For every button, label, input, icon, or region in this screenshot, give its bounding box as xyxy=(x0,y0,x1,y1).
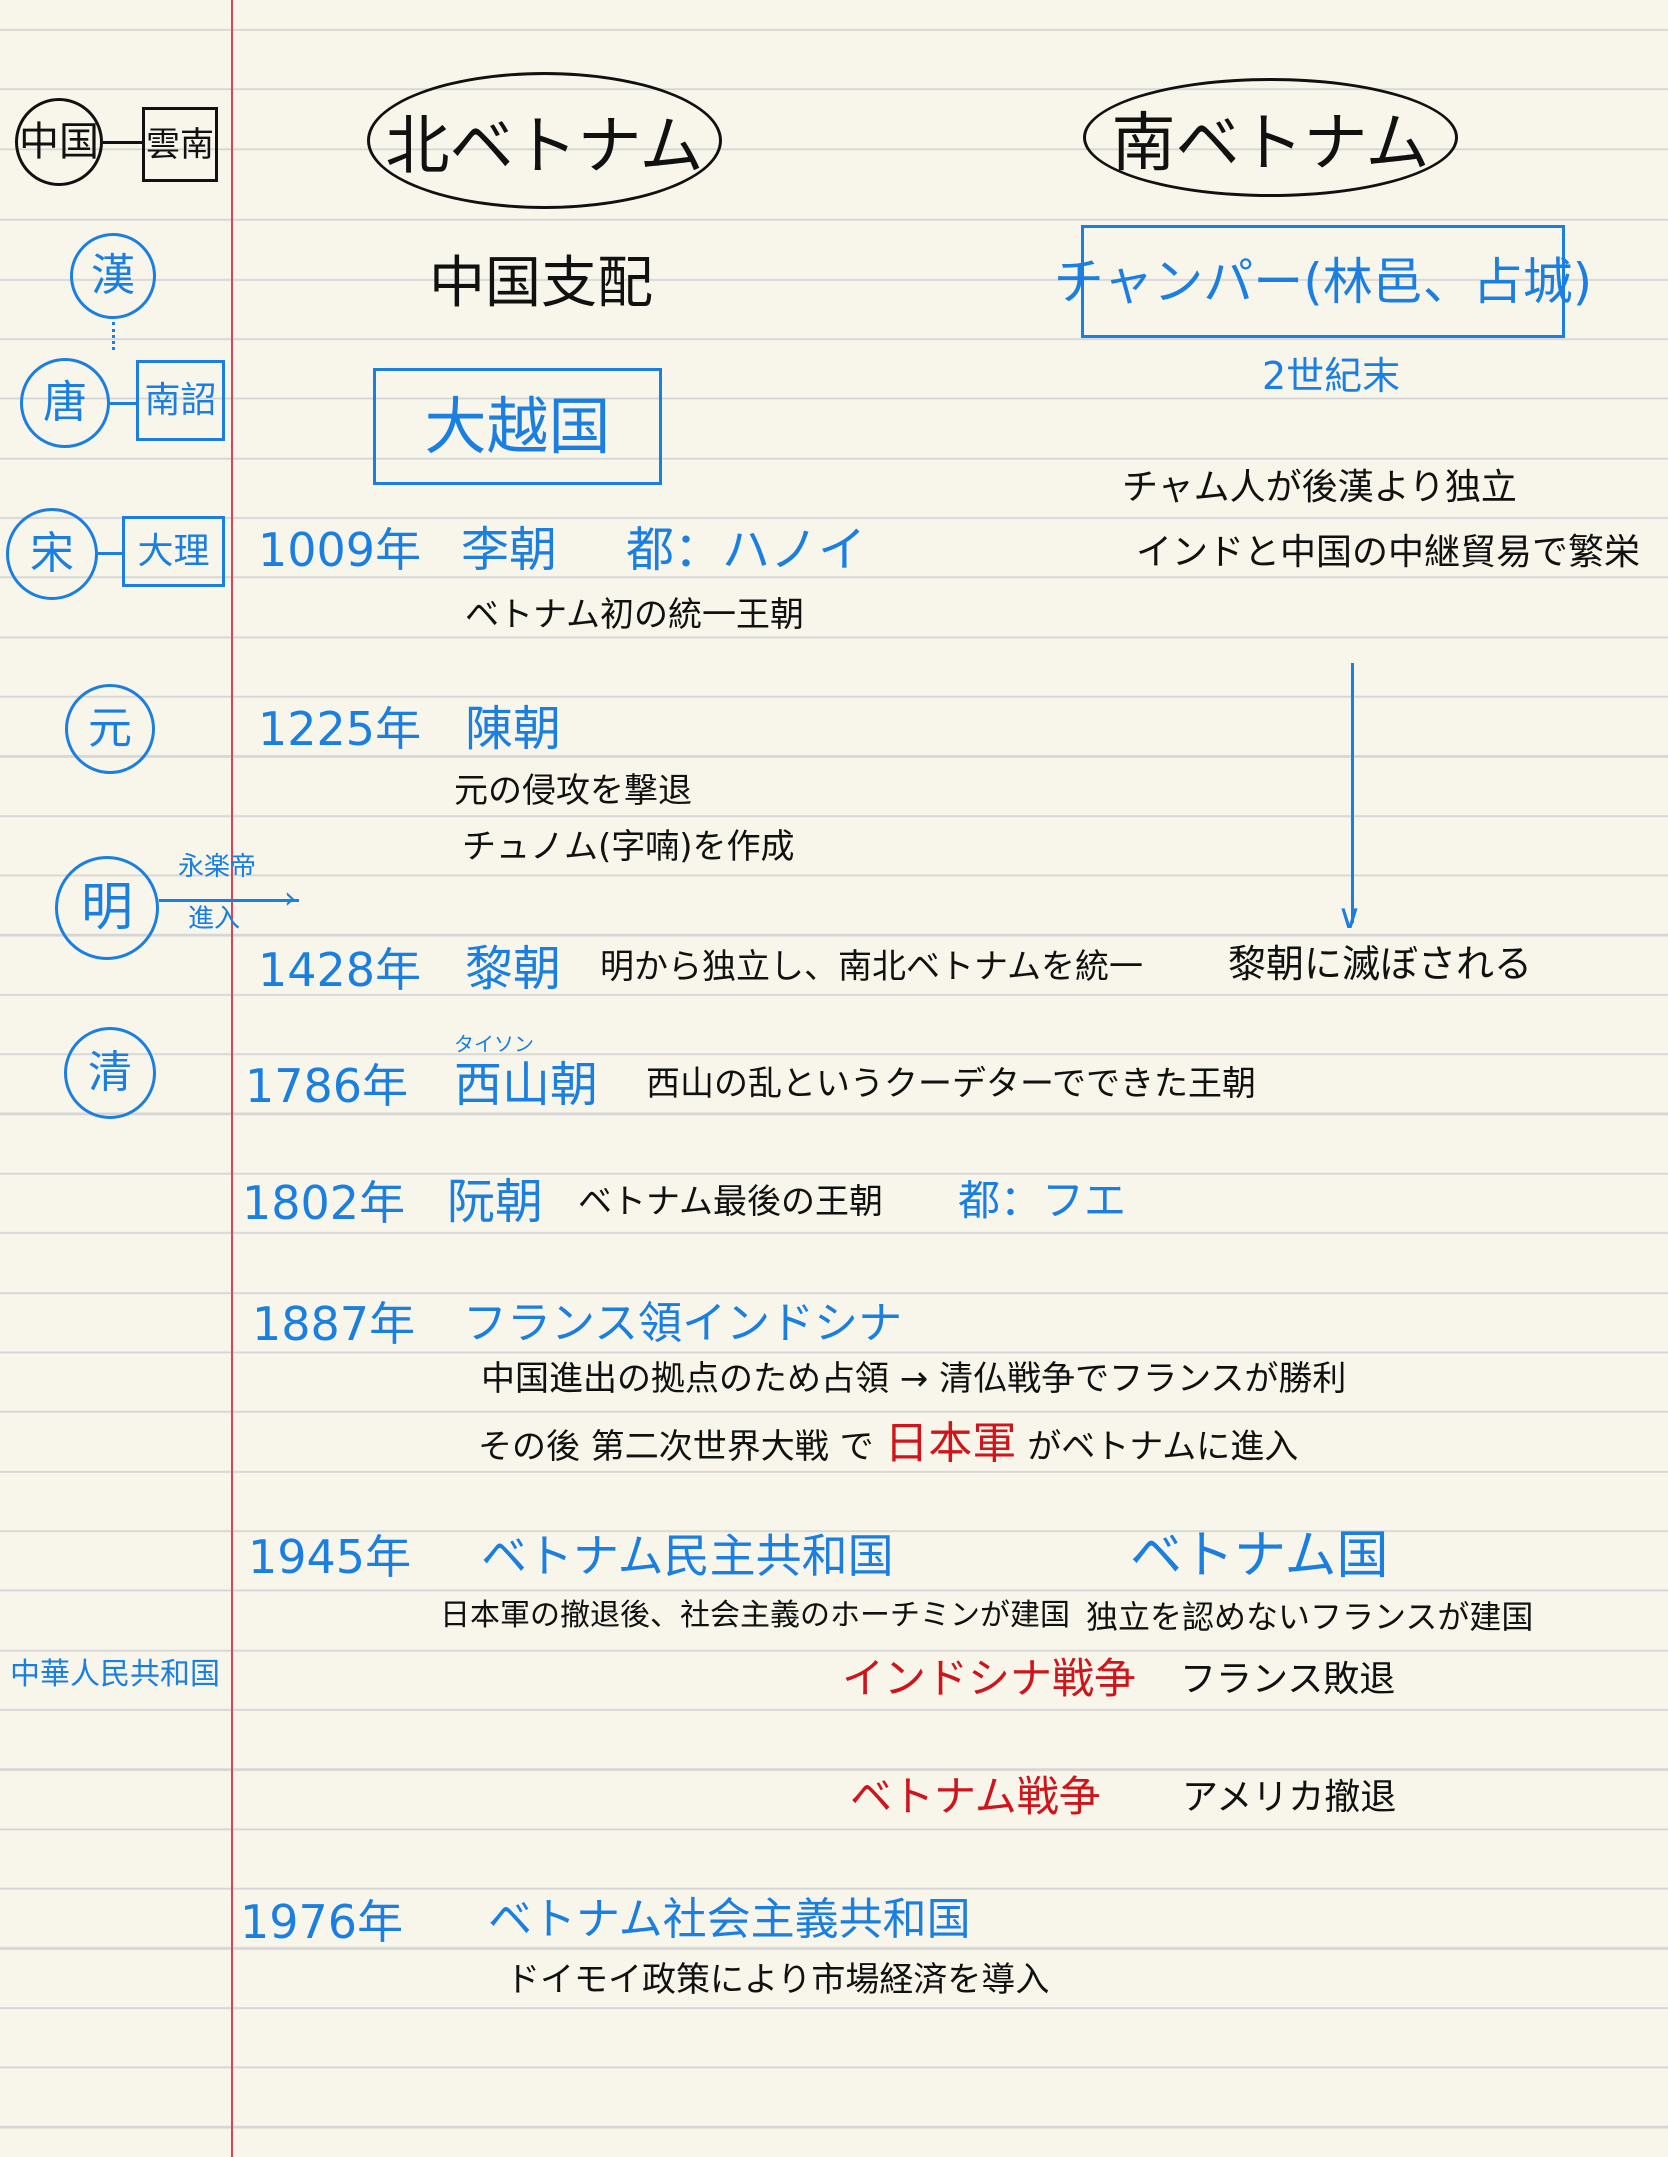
ming-arrow xyxy=(159,899,299,902)
south-timeline-arrow xyxy=(1351,663,1354,923)
yunnan-label: 雲南 xyxy=(146,124,214,165)
daiviet-label: 大越国 xyxy=(424,389,611,463)
song-label: 宋 xyxy=(30,528,74,579)
year: 1945年 xyxy=(248,1530,412,1584)
qing-circle: 清 xyxy=(64,1027,156,1119)
note-ww2: その後 第二次世界大戦 で 日本軍 がベトナムに進入 xyxy=(478,1422,1298,1466)
yunnan-box: 雲南 xyxy=(142,107,218,182)
dynasty: フランス領インドシナ xyxy=(463,1298,903,1349)
song-circle: 宋 xyxy=(6,508,98,600)
south-note: インドと中国の中継貿易で繁栄 xyxy=(1136,532,1641,573)
year: 1786年 xyxy=(245,1059,409,1113)
arrow-down-icon: ∨ xyxy=(1337,897,1362,937)
arrow-head-icon: › xyxy=(284,881,296,916)
china-circle: 中国 xyxy=(15,98,103,186)
year: 1225年 xyxy=(258,702,422,756)
ming-circle: 明 xyxy=(55,856,159,960)
south-title: 南ベトナム xyxy=(1111,106,1430,181)
state-of-vietnam: ベトナム国 xyxy=(1130,1526,1389,1586)
north-vietnam-header: 北ベトナム xyxy=(367,72,722,209)
capital: 都：ハノイ xyxy=(626,522,867,578)
qing-label: 清 xyxy=(88,1047,132,1098)
champa-end: 黎朝に滅ぼされる xyxy=(1228,942,1533,986)
year: 1976年 xyxy=(240,1895,404,1949)
tang-circle: 唐 xyxy=(20,358,110,448)
note-part: がベトナムに進入 xyxy=(1027,1427,1299,1467)
note: 中国進出の拠点のため占領 → 清仏戦争でフランスが勝利 xyxy=(481,1359,1347,1399)
yuan-label: 元 xyxy=(88,703,132,754)
ming-note-invade: 進入 xyxy=(188,904,241,934)
dynasty: 黎朝 xyxy=(465,941,562,997)
prc-label: 中華人民共和国 xyxy=(10,1657,220,1692)
han-label: 漢 xyxy=(91,250,135,301)
dynasty: 李朝 xyxy=(461,522,558,578)
south-note: チャム人が後漢より独立 xyxy=(1122,467,1517,508)
dali-box: 大理 xyxy=(122,516,225,587)
ruby-reading: タイソン xyxy=(454,1032,534,1056)
war-result: アメリカ撤退 xyxy=(1182,1777,1397,1818)
note: ベトナム最後の王朝 xyxy=(578,1182,883,1222)
year: 1802年 xyxy=(242,1176,406,1230)
nanzhao-box: 南詔 xyxy=(136,360,225,441)
connector xyxy=(110,402,136,405)
dynasty: ベトナム社会主義共和国 xyxy=(488,1894,971,1945)
year: 1009年 xyxy=(258,523,422,577)
war-name: インドシナ戦争 xyxy=(842,1654,1137,1703)
dotted-arrow xyxy=(112,322,115,350)
north-title: 北ベトナム xyxy=(385,109,704,184)
note: ベトナム初の統一王朝 xyxy=(465,595,804,635)
note: 西山の乱というクーデターでできた王朝 xyxy=(646,1064,1256,1104)
dynasty: ベトナム民主共和国 xyxy=(481,1529,894,1583)
dynasty: 西山朝 xyxy=(454,1057,599,1113)
year: 1887年 xyxy=(252,1297,416,1351)
champa-box: チャンパー(林邑、占城) xyxy=(1054,225,1592,338)
war-name: ベトナム戦争 xyxy=(850,1772,1101,1821)
nanzhao-label: 南詔 xyxy=(144,379,217,421)
yuan-circle: 元 xyxy=(65,684,155,774)
note: 日本軍の撤退後、社会主義のホーチミンが建国 xyxy=(440,1598,1070,1633)
capital: 都：フエ xyxy=(958,1176,1127,1225)
connector xyxy=(103,141,142,144)
war-result: フランス敗退 xyxy=(1180,1659,1396,1700)
connector xyxy=(98,552,122,555)
note-part: その後 第二次世界大戦 で xyxy=(478,1427,874,1467)
han-circle: 漢 xyxy=(70,233,156,319)
dali-label: 大理 xyxy=(137,530,210,572)
champa-label: チャンパー(林邑、占城) xyxy=(1053,252,1593,311)
south-vietnam-header: 南ベトナム xyxy=(1083,78,1458,197)
note: チュノム(字喃)を作成 xyxy=(462,827,795,867)
japanese-army-highlight: 日本軍 xyxy=(884,1418,1017,1469)
note: ドイモイ政策により市場経済を導入 xyxy=(506,1960,1050,2000)
dynasty: 阮朝 xyxy=(447,1174,544,1230)
dynasty: 陳朝 xyxy=(465,701,562,757)
champa-period: 2世紀末 xyxy=(1262,354,1401,398)
china-label: 中国 xyxy=(19,119,99,165)
tang-label: 唐 xyxy=(43,377,87,428)
note: 明から独立し、南北ベトナムを統一 xyxy=(600,947,1143,987)
state-note: 独立を認めないフランスが建国 xyxy=(1086,1598,1534,1636)
note: 元の侵攻を撃退 xyxy=(454,771,692,811)
ming-note-yongle: 永楽帝 xyxy=(178,852,257,882)
chinese-rule: 中国支配 xyxy=(429,251,653,316)
daiviet-box: 大越国 xyxy=(373,368,662,485)
margin-line xyxy=(231,0,233,2157)
year: 1428年 xyxy=(258,943,422,997)
ming-label: 明 xyxy=(80,878,133,938)
